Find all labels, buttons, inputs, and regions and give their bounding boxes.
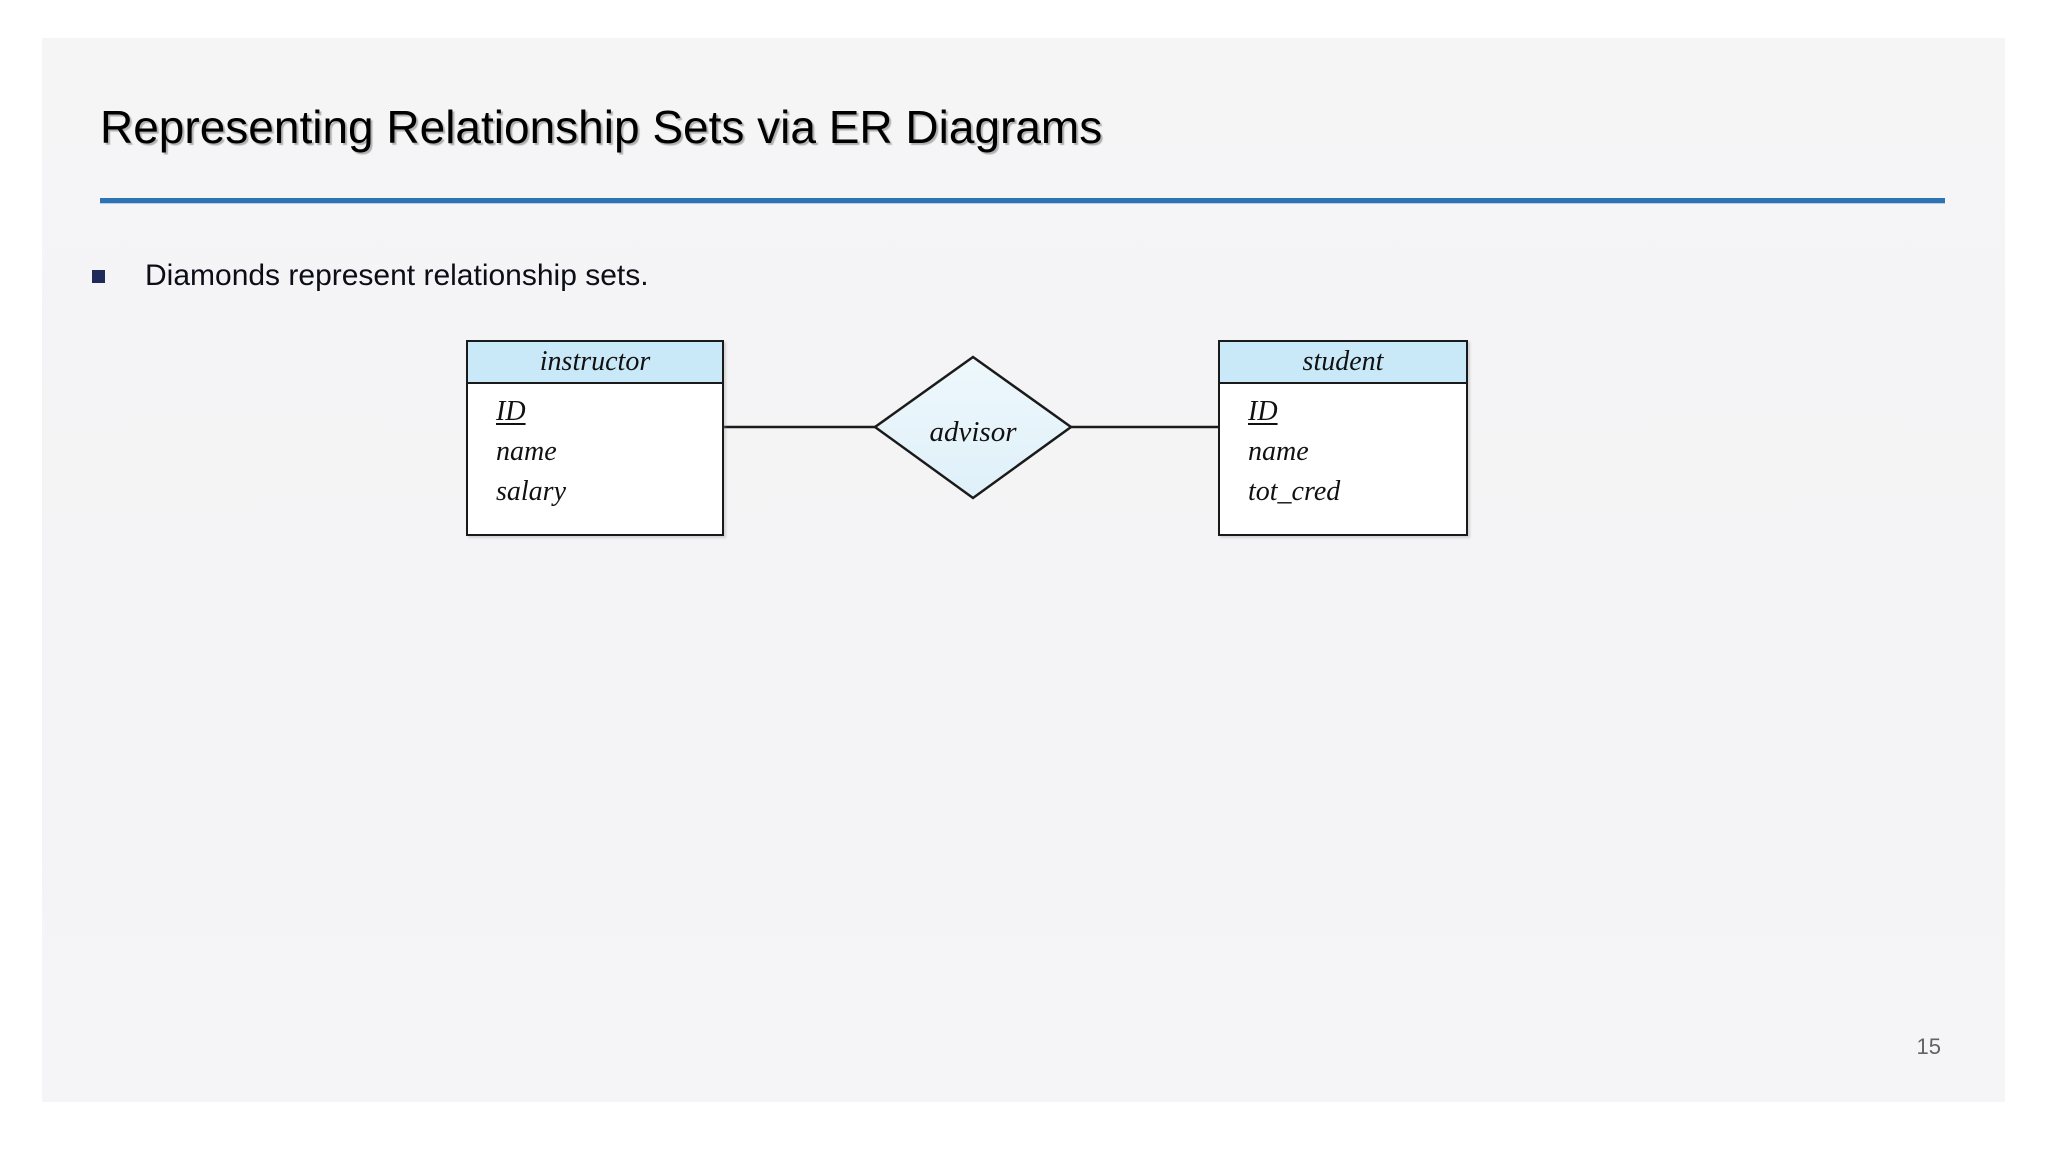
- entity-header-student: student: [1220, 342, 1466, 384]
- bullet-list-item: Diamonds represent relationship sets.: [92, 256, 649, 296]
- slide-surface: Representing Relationship Sets via ER Di…: [42, 38, 2005, 1102]
- entity-attribute-student-id: ID: [1248, 396, 1278, 427]
- entity-attribute-list-instructor: ID name salary: [468, 384, 722, 520]
- page-title: Representing Relationship Sets via ER Di…: [100, 101, 1103, 153]
- entity-box-instructor: instructor ID name salary: [466, 340, 724, 536]
- page-number: 15: [1916, 1034, 1941, 1059]
- relationship-label-advisor: advisor: [929, 415, 1017, 448]
- entity-attribute-student-name: name: [1248, 436, 1309, 467]
- bullet-item-label: Diamonds represent relationship sets.: [145, 259, 649, 292]
- square-bullet-icon: [92, 270, 105, 283]
- entity-attribute-instructor-name: name: [496, 436, 557, 467]
- entity-attribute-instructor-salary: salary: [496, 476, 566, 507]
- entity-attribute-student-tot-cred: tot_cred: [1248, 476, 1341, 507]
- entity-title-instructor: instructor: [539, 346, 651, 377]
- entity-header-instructor: instructor: [468, 342, 722, 384]
- entity-title-student: student: [1302, 346, 1384, 377]
- entity-box-student: student ID name tot_cred: [1218, 340, 1468, 536]
- entity-attribute-list-student: ID name tot_cred: [1220, 384, 1466, 520]
- entity-attribute-instructor-id: ID: [496, 396, 526, 427]
- title-underline-rule: [100, 198, 1945, 203]
